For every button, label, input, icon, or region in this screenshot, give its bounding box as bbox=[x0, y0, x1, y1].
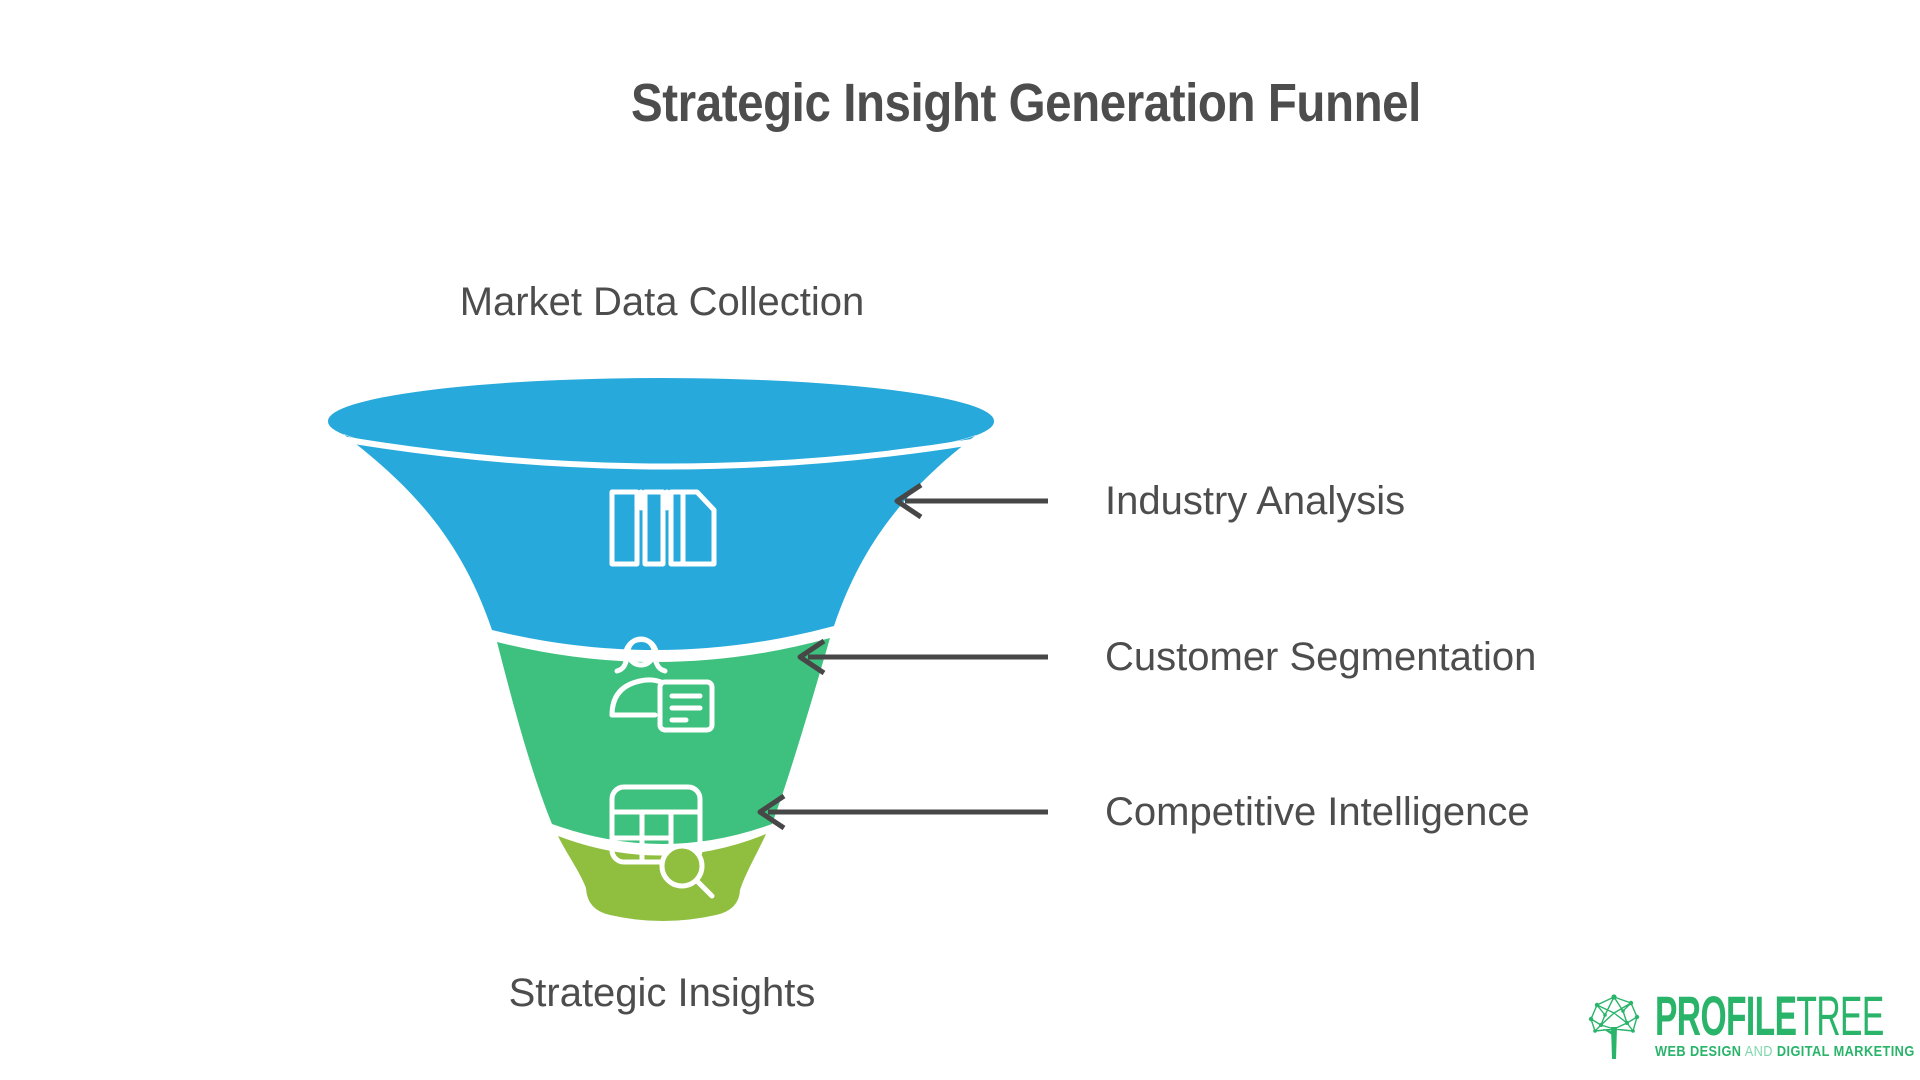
label-industry-analysis: Industry Analysis bbox=[1105, 479, 1406, 523]
label-customer-segmentation: Customer Segmentation bbox=[1105, 635, 1537, 679]
funnel-top-label: Market Data Collection bbox=[459, 280, 865, 324]
customer-profile-icon bbox=[609, 636, 715, 733]
logo-wordmark: PROFILETREE bbox=[1655, 988, 1884, 1044]
logo-text: PROFILETREE WEB DESIGN AND DIGITAL MARKE… bbox=[1655, 988, 1914, 1061]
network-tree-icon bbox=[1588, 994, 1640, 1059]
funnel-lip-highlight bbox=[345, 437, 975, 470]
label-competitive-intelligence: Competitive Intelligence bbox=[1105, 790, 1530, 834]
funnel-stage2-body bbox=[497, 638, 830, 844]
profiletree-logo: PROFILETREE WEB DESIGN AND DIGITAL MARKE… bbox=[1585, 988, 1914, 1061]
funnel-bottom-label: Strategic Insights bbox=[508, 971, 816, 1015]
logo-tagline-and: AND bbox=[1741, 1043, 1777, 1060]
arrow-industry-analysis bbox=[894, 482, 1048, 520]
data-table-search-icon bbox=[609, 784, 715, 899]
logo-tagline-part2: DIGITAL MARKETING bbox=[1776, 1043, 1915, 1060]
funnel-stage3-body bbox=[558, 834, 766, 921]
funnel-stage-intelligence bbox=[558, 784, 766, 921]
funnel-stage-segmentation bbox=[497, 636, 830, 844]
logo-tagline: WEB DESIGN AND DIGITAL MARKETING bbox=[1655, 1043, 1914, 1060]
funnel-stage-market-data bbox=[328, 378, 995, 651]
logo-name-light: TREE bbox=[1796, 984, 1884, 1047]
arrow-customer-segmentation bbox=[797, 638, 1048, 676]
logo-tagline-part1: WEB DESIGN bbox=[1655, 1043, 1742, 1060]
funnel-mouth-ellipse bbox=[328, 378, 994, 464]
books-document-icon bbox=[609, 489, 717, 567]
page-title: Strategic Insight Generation Funnel bbox=[631, 73, 1421, 133]
logo-name-bold: PROFILE bbox=[1655, 984, 1797, 1047]
arrow-competitive-intelligence bbox=[757, 793, 1048, 831]
